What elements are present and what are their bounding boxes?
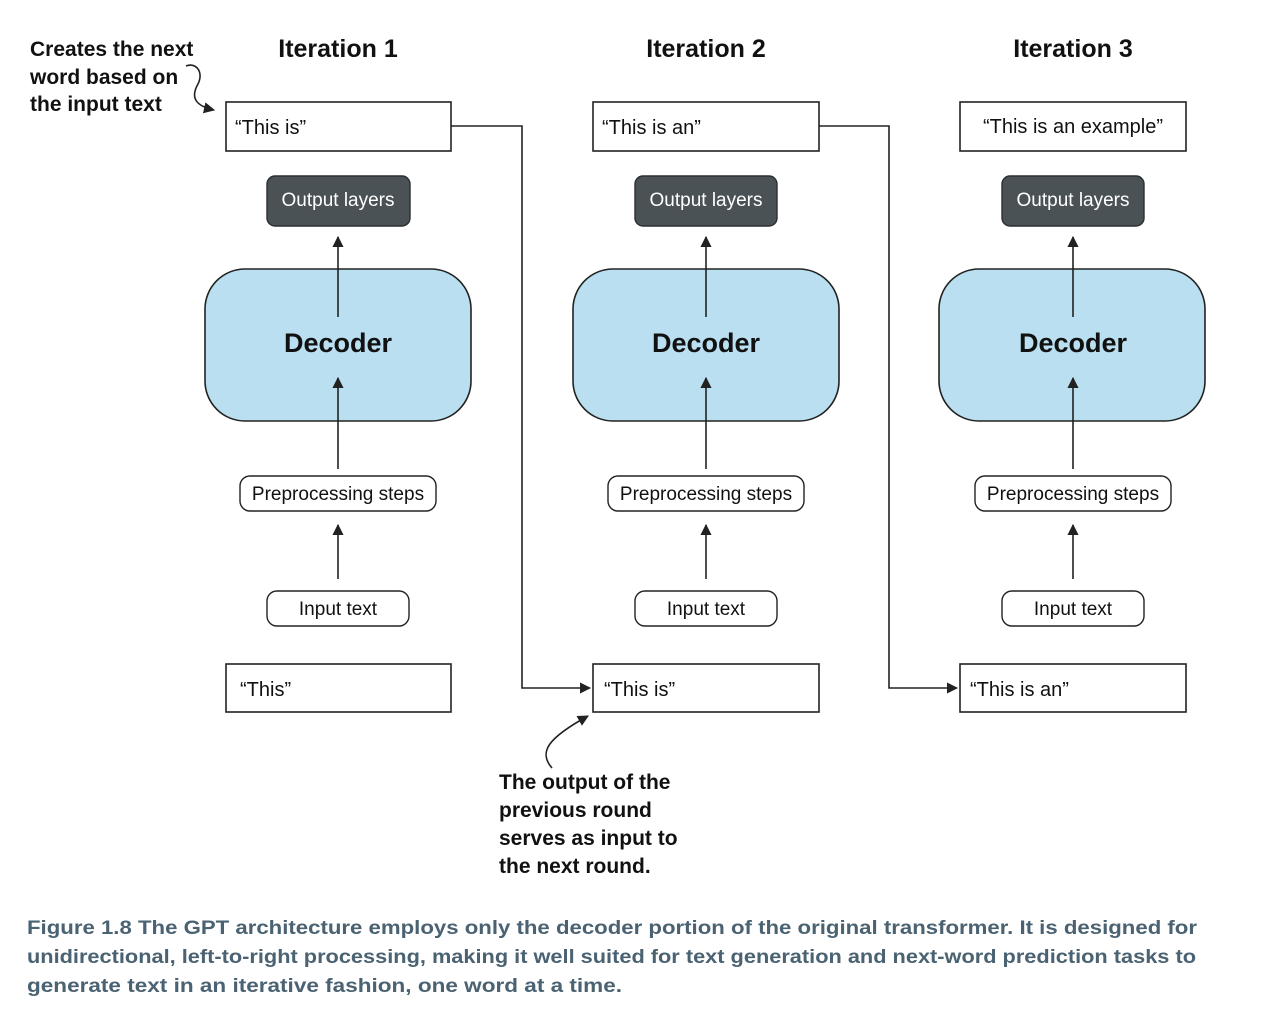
iteration-3-decoder bbox=[938, 268, 1206, 422]
connector-iteration-1-to-2 bbox=[451, 125, 592, 694]
annotation-next-word-line-2: word based on bbox=[29, 66, 178, 89]
iteration-1: Iteration 1 “This is” Output layers Deco… bbox=[204, 35, 472, 713]
iteration-1-output-layers bbox=[266, 175, 411, 227]
figure-caption-line-2: unidirectional, left-to-right processing… bbox=[27, 947, 1196, 968]
annotation-previous-round-line-3: serves as input to bbox=[499, 827, 678, 850]
iteration-3-output-box bbox=[959, 101, 1187, 152]
iteration-2-input-box bbox=[592, 663, 820, 713]
iteration-1-input-label: Input text bbox=[299, 599, 378, 620]
iteration-2: Iteration 2 “This is an” Output layers D… bbox=[572, 35, 840, 713]
annotation-previous-round-line-1: The output of the bbox=[499, 771, 670, 794]
iteration-1-output-box bbox=[225, 101, 452, 152]
iteration-1-preprocessing bbox=[239, 475, 437, 512]
iteration-3-input-text: “This is an” bbox=[970, 679, 1069, 701]
annotation-previous-round: The output of the previous round serves … bbox=[499, 715, 678, 878]
figure-caption-line-3: generate text in an iterative fashion, o… bbox=[27, 976, 622, 997]
annotation-previous-round-line-2: previous round bbox=[499, 799, 652, 822]
iteration-2-input-label-box bbox=[634, 590, 778, 627]
iteration-2-preprocessing-label: Preprocessing steps bbox=[620, 484, 792, 505]
annotation-next-word-line-3: the input text bbox=[30, 93, 162, 116]
iteration-2-output-layers-label: Output layers bbox=[650, 190, 763, 211]
iteration-2-input-text: “This is” bbox=[604, 679, 675, 701]
figure-caption: Figure 1.8 The GPT architecture employs … bbox=[27, 918, 1198, 997]
iteration-3-input-label-box bbox=[1001, 590, 1145, 627]
iteration-3-preprocessing bbox=[974, 475, 1172, 512]
iteration-2-title: Iteration 2 bbox=[646, 35, 765, 63]
connector-iteration-2-to-3 bbox=[819, 125, 959, 694]
annotation-next-word-arrow bbox=[185, 64, 216, 114]
iteration-3-title: Iteration 3 bbox=[1013, 35, 1132, 63]
iteration-2-output-box bbox=[592, 101, 820, 152]
iteration-1-preprocessing-label: Preprocessing steps bbox=[252, 484, 424, 505]
annotation-next-word-line-1: Creates the next bbox=[30, 38, 193, 61]
iteration-3-output-layers bbox=[1001, 175, 1145, 227]
iteration-3-input-label: Input text bbox=[1034, 599, 1113, 620]
iteration-3-decoder-label: Decoder bbox=[1019, 328, 1128, 358]
iteration-2-output-text: “This is an” bbox=[602, 117, 701, 139]
annotation-next-word: Creates the next word based on the input… bbox=[29, 38, 216, 116]
annotation-previous-round-line-4: the next round. bbox=[499, 855, 651, 878]
iteration-3-output-layers-label: Output layers bbox=[1017, 190, 1130, 211]
iteration-1-output-text: “This is” bbox=[235, 117, 306, 139]
iteration-1-title: Iteration 1 bbox=[278, 35, 398, 63]
iteration-3-output-text: “This is an example” bbox=[983, 116, 1163, 138]
iteration-2-output-layers bbox=[634, 175, 778, 227]
iteration-1-output-layers-label: Output layers bbox=[282, 190, 395, 211]
iteration-1-input-text: “This” bbox=[240, 679, 291, 701]
iteration-1-decoder-label: Decoder bbox=[284, 328, 393, 358]
iteration-3-preprocessing-label: Preprocessing steps bbox=[987, 484, 1159, 505]
annotation-previous-round-arrow bbox=[545, 715, 589, 769]
iteration-2-decoder-label: Decoder bbox=[652, 328, 761, 358]
iteration-1-input-box bbox=[225, 663, 452, 713]
iteration-3: Iteration 3 “This is an example” Output … bbox=[938, 35, 1206, 713]
iteration-1-input-label-box bbox=[266, 590, 410, 627]
figure-caption-line-1: Figure 1.8 The GPT architecture employs … bbox=[27, 918, 1198, 939]
iteration-2-input-label: Input text bbox=[667, 599, 746, 620]
iteration-2-preprocessing bbox=[607, 475, 805, 512]
iteration-3-input-box bbox=[959, 663, 1187, 713]
